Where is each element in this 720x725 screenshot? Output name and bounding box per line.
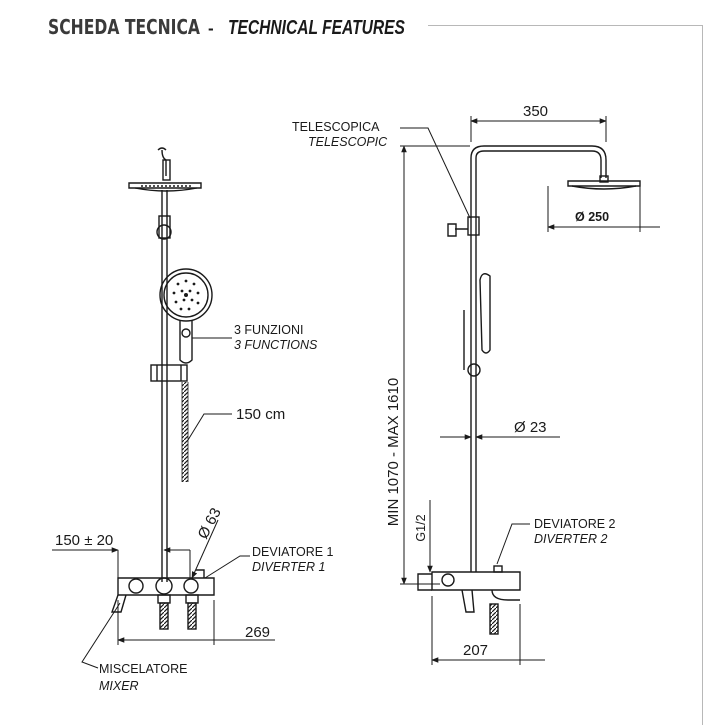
mixer-lever <box>111 594 127 613</box>
title-english-text: TECHNICAL FEATURES <box>228 16 405 38</box>
page-title: SCHEDA TECNICA <box>48 10 243 44</box>
dim-outlet-diameter: Ø 63 <box>195 505 225 542</box>
dim-slide-offset: 150 ± 20 <box>55 532 113 549</box>
label-functions-it: 3 FUNZIONI <box>234 323 303 337</box>
front-view-labels: 150 ± 20 Ø 63 269 150 cm 3 FUNZIONI 3 FU… <box>55 323 334 693</box>
mixer-body <box>117 577 215 596</box>
dim-connection: G1/2 <box>414 514 428 541</box>
shower-arm-outer <box>470 145 607 178</box>
label-mixer-en: MIXER <box>99 679 139 693</box>
telescopic-knob <box>447 223 468 237</box>
label-diverter2-en: DIVERTER 2 <box>534 532 607 546</box>
dim-height-range: MIN 1070 - MAX 1610 <box>385 378 402 526</box>
title-separator: - <box>208 19 214 38</box>
hand-shower-head <box>159 268 213 322</box>
label-mixer-it: MISCELATORE <box>99 662 187 676</box>
side-view <box>417 145 641 635</box>
front-view <box>111 147 215 630</box>
dim-pipe-diameter: Ø 23 <box>514 419 547 436</box>
dim-mixer-width: 269 <box>245 624 270 641</box>
frame-right-rule <box>702 25 703 725</box>
label-diverter2-it: DEVIATORE 2 <box>534 517 616 531</box>
slide-knob <box>467 363 481 377</box>
shower-arm-inner <box>475 150 602 178</box>
label-diverter1-en: DIVERTER 1 <box>252 560 325 574</box>
label-telescopic-it: TELESCOPICA <box>292 120 380 134</box>
shower-hose <box>182 382 188 482</box>
mixer-side-lever <box>461 589 475 613</box>
title-english: - TECHNICAL FEATURES <box>208 16 405 38</box>
dim-arm-length: 350 <box>523 103 548 120</box>
side-view-dimensions <box>400 116 660 665</box>
hand-shower-handle <box>179 320 193 364</box>
shower-head-front <box>128 182 202 189</box>
side-inlet <box>489 603 499 635</box>
dim-hose-length: 150 cm <box>236 406 285 423</box>
slide-bracket <box>150 364 188 382</box>
label-functions-en: 3 FUNCTIONS <box>234 338 318 352</box>
front-view-dimensions <box>52 337 275 669</box>
label-telescopic-en: TELESCOPIC <box>308 135 388 149</box>
dim-depth: 207 <box>463 642 488 659</box>
shower-head-side <box>567 180 641 187</box>
hand-shower-nozzles <box>172 279 200 311</box>
label-diverter1-it: DEVIATORE 1 <box>252 545 334 559</box>
dim-head-diameter: Ø 250 <box>575 210 609 224</box>
spout <box>491 589 520 601</box>
header-rule <box>428 25 702 26</box>
title-italian: SCHEDA TECNICA <box>48 15 200 39</box>
side-view-labels: 350 Ø 250 MIN 1070 - MAX 1610 Ø 23 G1/2 … <box>292 103 616 659</box>
hand-shower-side <box>479 273 491 354</box>
